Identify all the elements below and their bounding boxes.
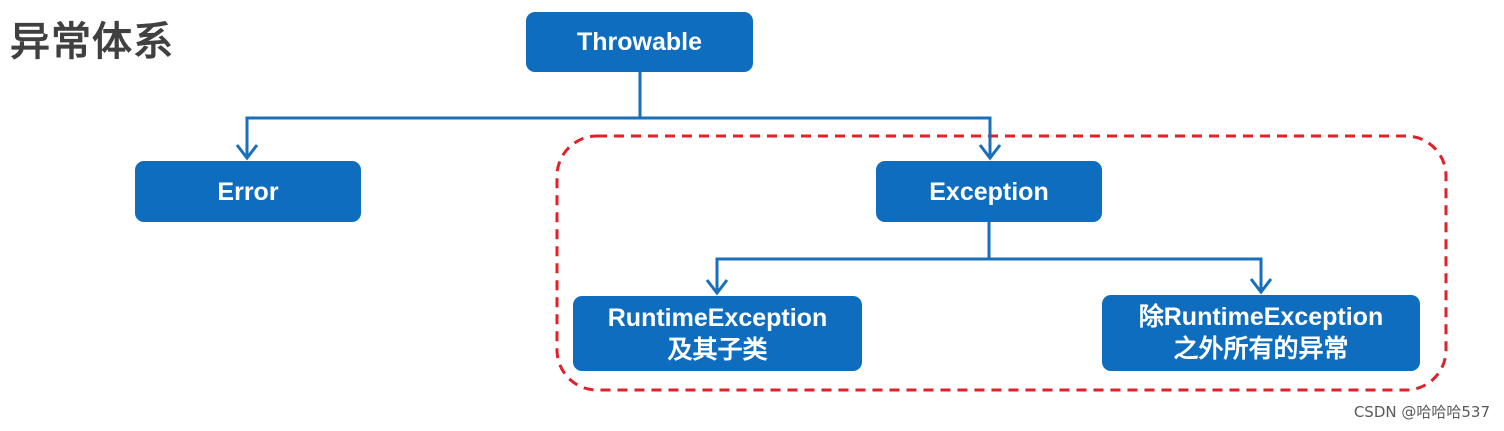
throwable-connector [245,70,992,159]
exception-label: Exception [929,177,1049,206]
runtime-exception-label-line1: RuntimeException [607,303,828,332]
diagram-title: 异常体系 [10,19,174,65]
other-exception-label-line1: 除RuntimeException [1138,303,1384,331]
exception-connector [715,220,1263,294]
arrow-to-runtime-exception [705,279,729,296]
error-label: Error [217,177,279,206]
runtime-exception-node: RuntimeException 及其子类 [573,296,862,371]
runtime-exception-label-line2: 及其子类 [667,335,768,364]
other-exception-node: 除RuntimeException 之外所有的异常 [1102,295,1420,371]
throwable-label: Throwable [576,28,702,56]
error-node: Error [135,161,361,222]
arrow-to-exception [978,144,1002,161]
exception-group-border [555,134,1448,392]
exception-node: Exception [876,161,1102,222]
other-exception-label-line2: 之外所有的异常 [1173,335,1349,363]
watermark: CSDN @哈哈哈537 [1353,403,1490,421]
arrow-to-other-exception [1249,278,1273,295]
throwable-node: Throwable [526,12,753,72]
arrow-to-error [235,144,259,161]
